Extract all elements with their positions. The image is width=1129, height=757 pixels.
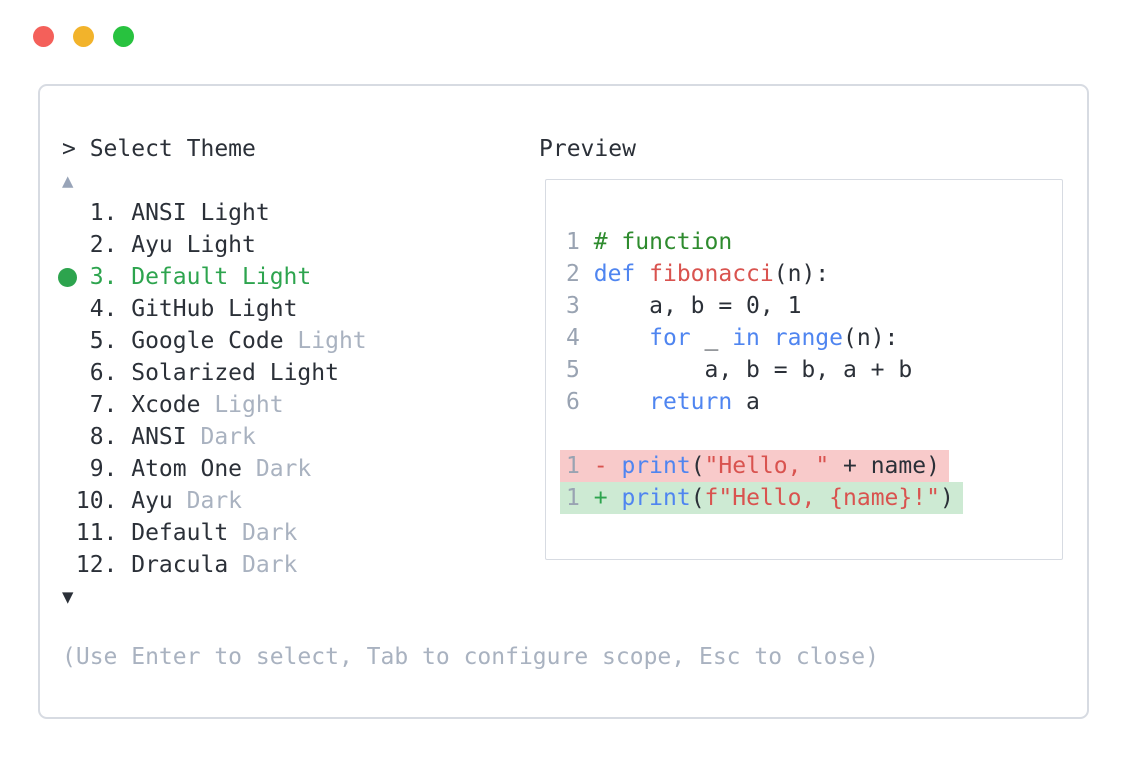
preview-title: Preview — [539, 136, 636, 162]
diff-added-line: 1 + print(f"Hello, {name}!") — [560, 482, 1062, 514]
code-line: 6 return a — [566, 389, 760, 415]
theme-item-1-ansi-light[interactable]: 1. ANSI Light — [62, 200, 270, 226]
theme-item-8-ansi-dark[interactable]: 8. ANSI Dark — [62, 424, 256, 450]
diff-removed-line: 1 - print("Hello, " + name) — [560, 450, 1062, 482]
theme-item-6-solarized-light[interactable]: 6. Solarized Light — [62, 360, 339, 386]
scroll-up-icon[interactable]: ▲ — [62, 170, 74, 192]
theme-item-12-dracula-dark[interactable]: 12. Dracula Dark — [62, 552, 298, 578]
code-line: 5 a, b = b, a + b — [566, 357, 913, 383]
zoom-button[interactable] — [113, 26, 134, 47]
theme-list: 1. ANSI Light 2. Ayu Light 3. Default Li… — [58, 197, 367, 581]
theme-picker-panel: > Select Theme ▲ 1. ANSI Light 2. Ayu Li… — [38, 84, 1089, 719]
theme-item-7-xcode-light[interactable]: 7. Xcode Light — [62, 392, 284, 418]
theme-item-3-default-light[interactable]: 3. Default Light — [58, 261, 367, 293]
theme-item-9-atom-one-dark[interactable]: 9. Atom One Dark — [62, 456, 312, 482]
theme-item-4-github-light[interactable]: 4. GitHub Light — [62, 296, 298, 322]
theme-item-10-ayu-dark[interactable]: 10. Ayu Dark — [62, 488, 243, 514]
theme-list-column: > Select Theme ▲ 1. ANSI Light 2. Ayu Li… — [58, 133, 367, 613]
close-button[interactable] — [33, 26, 54, 47]
code-line: 3 a, b = 0, 1 — [566, 293, 802, 319]
code-line: 1 # function — [566, 229, 733, 255]
code-line: 4 for _ in range(n): — [566, 325, 899, 351]
window-controls — [33, 26, 134, 47]
preview-box: 1 # function 2 def fibonacci(n): 3 a, b = … — [545, 179, 1063, 560]
theme-item-5-google-code-light[interactable]: 5. Google Code Light — [62, 328, 367, 354]
footer-hint: (Use Enter to select, Tab to configure s… — [62, 644, 879, 670]
code-blank-line — [566, 418, 1062, 450]
theme-item-2-ayu-light[interactable]: 2. Ayu Light — [62, 232, 256, 258]
minimize-button[interactable] — [73, 26, 94, 47]
page-title: > Select Theme — [62, 136, 256, 162]
scroll-down-icon[interactable]: ▼ — [62, 586, 74, 608]
code-line: 2 def fibonacci(n): — [566, 261, 830, 287]
selected-item-marker — [58, 268, 77, 287]
code-preview: 1 # function 2 def fibonacci(n): 3 a, b = … — [546, 180, 1062, 514]
theme-item-11-default-dark[interactable]: 11. Default Dark — [62, 520, 298, 546]
